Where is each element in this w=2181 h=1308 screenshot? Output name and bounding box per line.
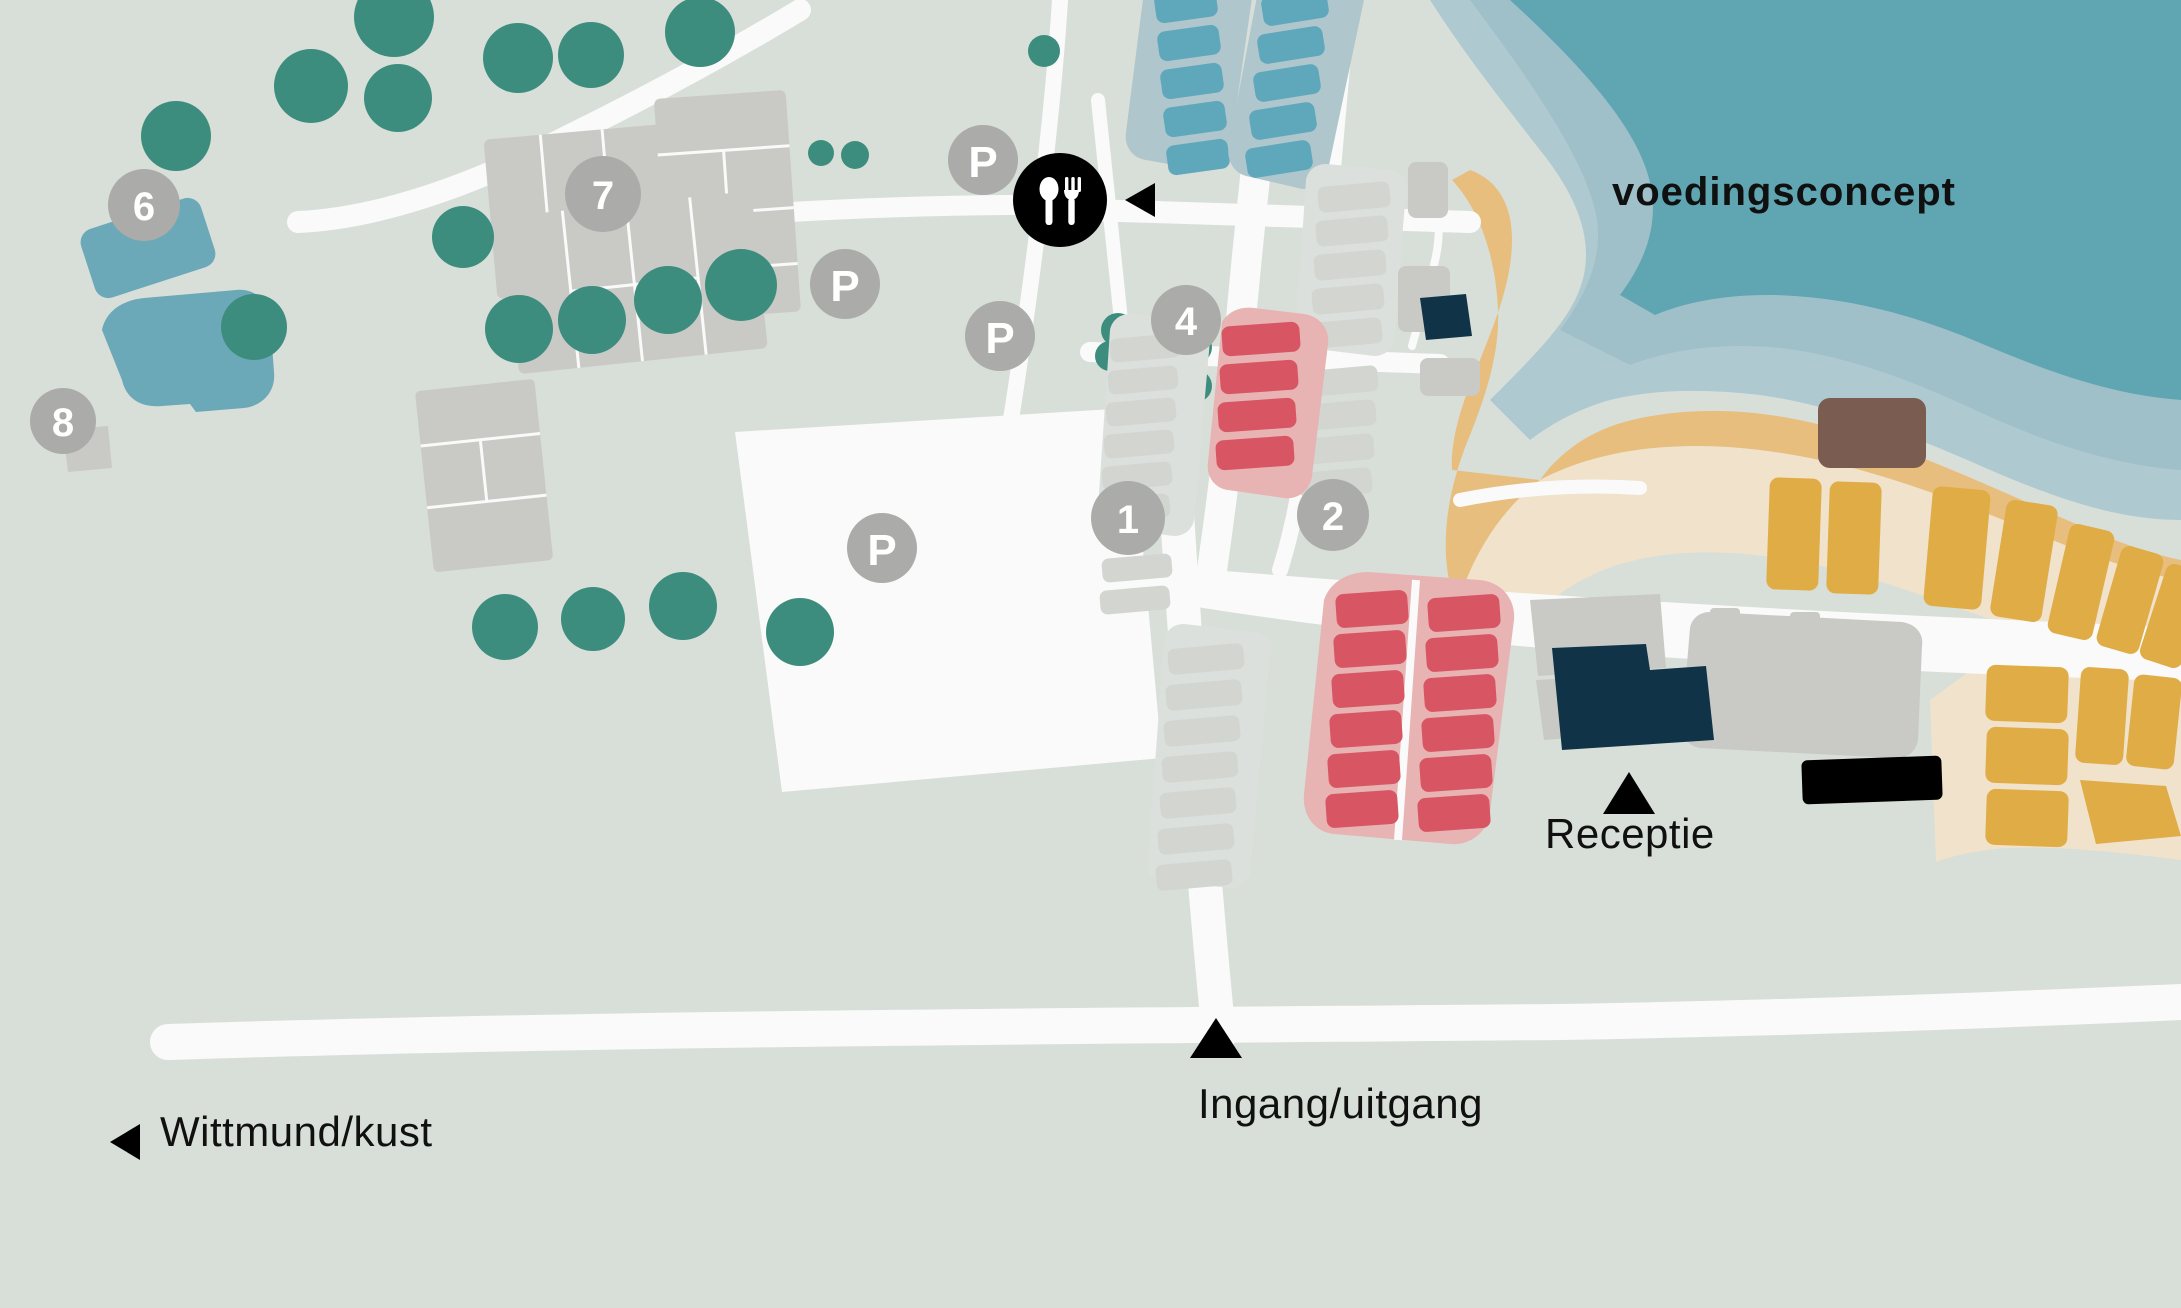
parking-markers[interactable]: P P P P xyxy=(810,125,1035,583)
cutlery-icon xyxy=(1039,177,1081,225)
parking-marker-2-label: P xyxy=(830,262,859,311)
parking-marker-1[interactable]: P xyxy=(948,125,1018,195)
parking-marker-3[interactable]: P xyxy=(965,301,1035,371)
left-triangle-icon xyxy=(1125,183,1155,217)
label-receptie[interactable]: Receptie xyxy=(1545,810,1715,857)
marker-8-label: 8 xyxy=(52,401,74,445)
numbered-markers[interactable]: 6 8 7 4 1 2 xyxy=(30,156,1369,555)
cutlery-icon-background xyxy=(1013,153,1107,247)
feature-buildings xyxy=(1420,294,1943,805)
parking-marker-2[interactable]: P xyxy=(810,249,880,319)
marker-4[interactable]: 4 xyxy=(1151,285,1221,355)
marker-1-label: 1 xyxy=(1117,498,1139,542)
label-ingang-uitgang[interactable]: Ingang/uitgang xyxy=(1198,1080,1483,1127)
marker-6[interactable]: 6 xyxy=(108,169,180,241)
reception-building xyxy=(1552,644,1714,750)
parking-lots xyxy=(1097,164,1407,891)
pitch-group-red-main xyxy=(1303,572,1515,845)
open-field-area xyxy=(735,408,1162,792)
marker-8[interactable]: 8 xyxy=(30,388,96,454)
pitch-group-red-upper xyxy=(1207,307,1329,499)
label-voedingsconcept[interactable]: voedingsconcept xyxy=(1612,170,1956,214)
pitch-group-blue xyxy=(1125,0,1364,189)
marker-7-label: 7 xyxy=(592,174,614,218)
receptie-up-triangle-icon xyxy=(1603,772,1655,814)
marker-1[interactable]: 1 xyxy=(1091,481,1165,555)
marker-4-label: 4 xyxy=(1175,300,1198,344)
ingang-up-triangle-icon xyxy=(1190,1018,1242,1058)
parking-marker-4[interactable]: P xyxy=(847,513,917,583)
label-wittmund-kust[interactable]: Wittmund/kust xyxy=(160,1108,433,1155)
marker-2-label: 2 xyxy=(1322,495,1344,539)
water-body xyxy=(1430,0,2181,520)
parking-marker-1-label: P xyxy=(968,138,997,187)
parking-marker-4-label: P xyxy=(867,526,896,575)
pitch-group-amber-top xyxy=(1766,477,2181,669)
restaurant-poi[interactable] xyxy=(1013,153,1155,247)
marker-7[interactable]: 7 xyxy=(565,156,641,232)
parking-marker-3-label: P xyxy=(985,314,1014,363)
pitch-group-amber-bottom xyxy=(1985,664,2181,848)
wittmund-left-triangle-icon xyxy=(110,1124,140,1160)
marker-2[interactable]: 2 xyxy=(1297,479,1369,551)
brown-building xyxy=(1818,398,1926,468)
marker-6-label: 6 xyxy=(133,185,155,229)
black-building xyxy=(1801,755,1943,805)
